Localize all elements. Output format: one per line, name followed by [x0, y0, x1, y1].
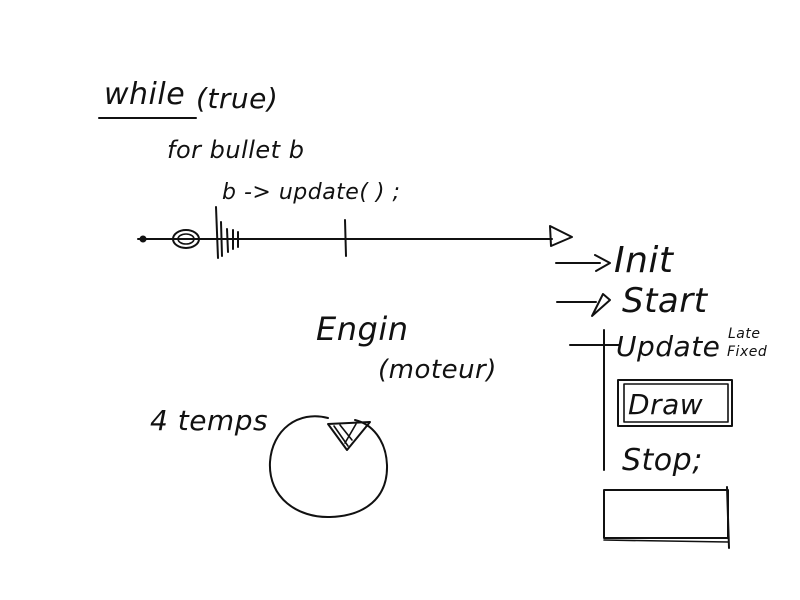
cycle-valve-hatch [333, 423, 357, 447]
cycle-label: 4 temps [150, 404, 268, 437]
timeline [137, 206, 573, 259]
for-loop-line: for bullet b [167, 136, 304, 164]
timeline-tick [344, 219, 347, 257]
start-arrowhead [591, 293, 611, 317]
timeline-tick [215, 206, 219, 259]
draw-box-inner [623, 383, 729, 423]
update-label: Update [616, 330, 720, 363]
while-keyword: while [104, 77, 185, 112]
timeline-tick [226, 228, 229, 253]
draw-box [617, 379, 733, 427]
draw-label: Draw [628, 388, 703, 421]
bottom-box-edge [726, 486, 730, 549]
cycle-circle [268, 415, 389, 519]
stop-label: Stop; [622, 443, 703, 478]
timeline-bullet [172, 229, 200, 249]
update-variant-fixed: Fixed [727, 344, 767, 360]
init-label: Init [614, 240, 675, 281]
engine-label: Engin [316, 310, 408, 348]
engine-translation: (moteur) [378, 355, 497, 385]
bottom-box [603, 489, 729, 539]
while-condition: (true) [196, 82, 278, 115]
timeline-tick [220, 221, 223, 257]
start-label: Start [622, 281, 709, 321]
timeline-start-dot [139, 235, 147, 243]
update-variant-late: Late [728, 326, 760, 342]
init-arrowhead [594, 254, 611, 272]
update-call-line: b -> update( ) ; [222, 180, 400, 205]
cycle-valve-icon [327, 421, 371, 451]
lifecycle-list: Init Start Update Late Fixed Draw Stop; [555, 240, 767, 549]
bottom-box-underline [603, 539, 729, 543]
timeline-arrowhead [549, 225, 573, 247]
timeline-bullet-inner [177, 233, 195, 245]
